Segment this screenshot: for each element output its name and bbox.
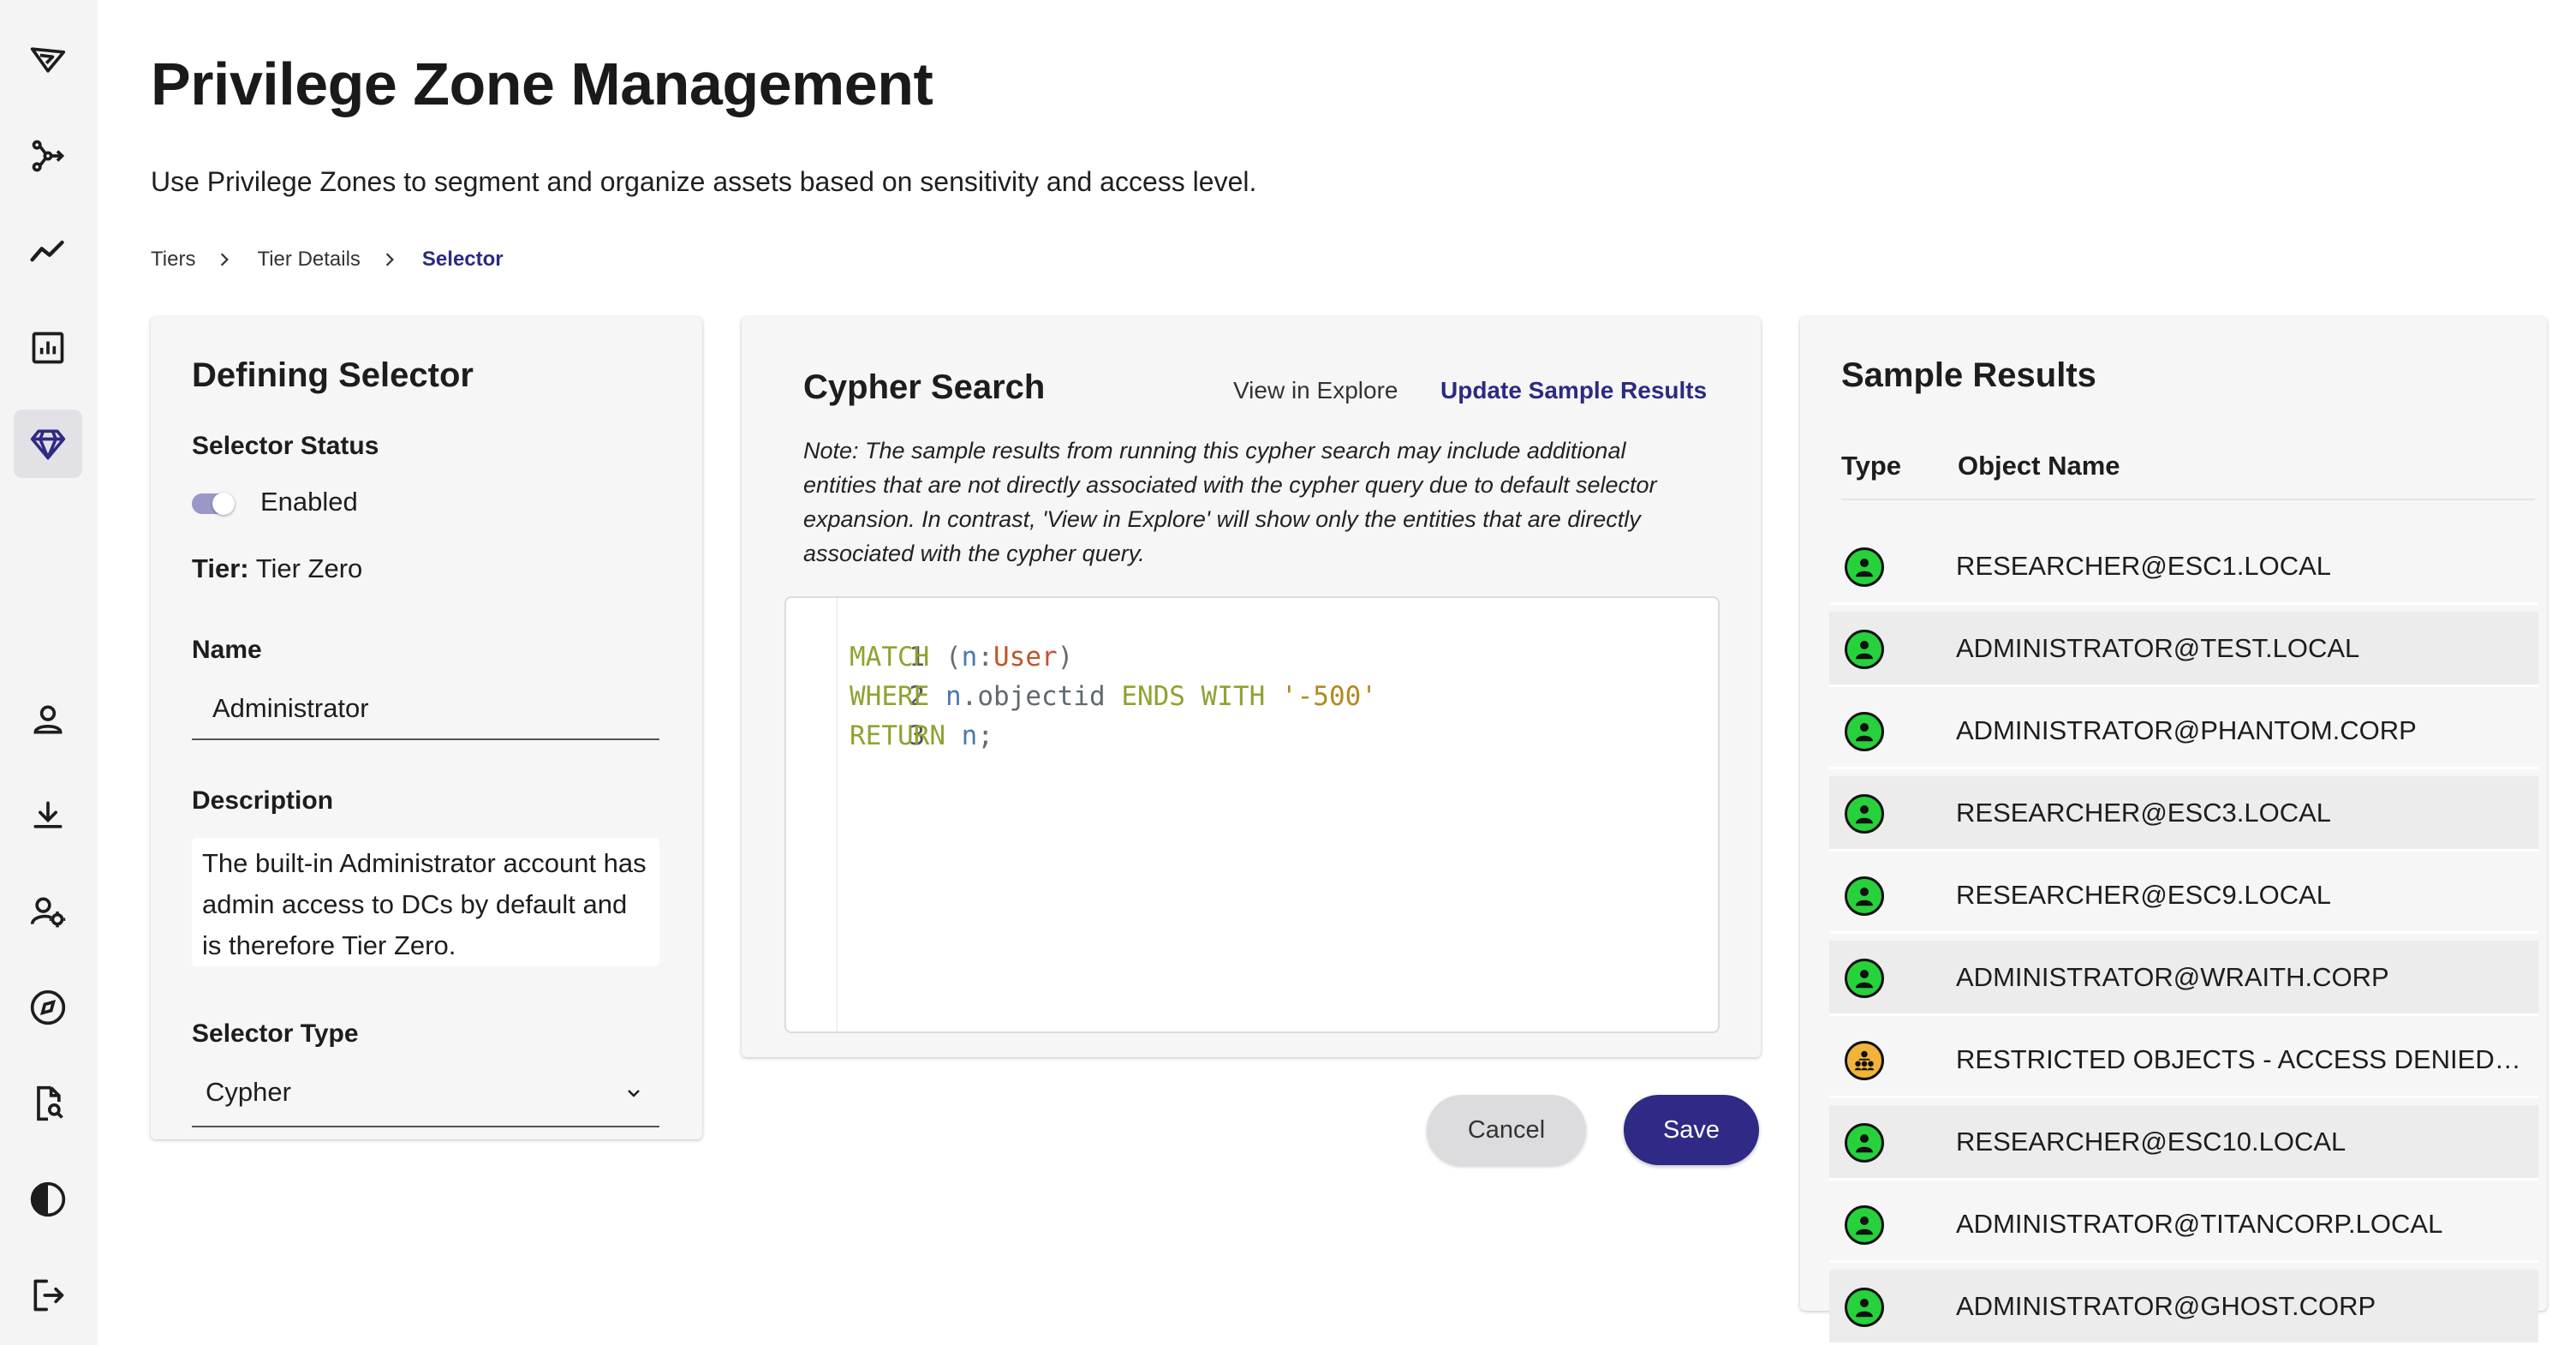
- page-subtitle: Use Privilege Zones to segment and organ…: [151, 166, 1257, 197]
- selector-status-value: Enabled: [260, 487, 358, 517]
- download-icon[interactable]: [14, 781, 82, 850]
- object-name: RESEARCHER@ESC9.LOCAL: [1956, 879, 2332, 910]
- code-content: MATCH (n:User): [850, 642, 1074, 672]
- line-number: 1: [909, 642, 925, 672]
- cypher-note: Note: The sample results from running th…: [803, 438, 1657, 566]
- selector-status-label: Selector Status: [192, 432, 379, 460]
- cancel-button[interactable]: Cancel: [1427, 1095, 1586, 1165]
- object-name: RESEARCHER@ESC10.LOCAL: [1956, 1126, 2346, 1157]
- code-content: WHERE n.objectid ENDS WITH '-500': [850, 681, 1377, 712]
- user-icon: [1845, 1123, 1884, 1163]
- name-field[interactable]: Administrator: [192, 677, 659, 740]
- cypher-search-card: Cypher Search View in Explore Update Sam…: [742, 317, 1761, 1057]
- trend-icon[interactable]: [14, 218, 82, 286]
- tier-value: Tier Zero: [255, 553, 363, 583]
- selector-type-label: Selector Type: [192, 1019, 359, 1048]
- view-in-explore-button[interactable]: View in Explore: [1233, 377, 1398, 404]
- defining-selector-title: Defining Selector: [192, 356, 474, 394]
- line-number: 2: [909, 681, 925, 712]
- contrast-icon[interactable]: [14, 1165, 82, 1234]
- document-search-icon[interactable]: [14, 1069, 82, 1138]
- toggle-knob: [212, 493, 235, 515]
- table-row[interactable]: ADMINISTRATOR@WRAITH.CORP: [1829, 941, 2538, 1016]
- user-icon: [1845, 630, 1884, 669]
- sample-results-card: Sample Results Type Object Name RESEARCH…: [1800, 317, 2547, 1345]
- object-name: ADMINISTRATOR@PHANTOM.CORP: [1956, 714, 2417, 745]
- group-icon: [1845, 1041, 1884, 1080]
- selector-type-value: Cypher: [206, 1077, 291, 1107]
- table-row[interactable]: RESTRICTED OBJECTS - ACCESS DENIED@...: [1829, 1023, 2538, 1098]
- user-icon: [1845, 547, 1884, 587]
- chevron-right-icon: [385, 249, 397, 270]
- user-icon: [1845, 1288, 1884, 1327]
- object-name: ADMINISTRATOR@GHOST.CORP: [1956, 1290, 2376, 1321]
- sample-results-title: Sample Results: [1841, 356, 2096, 394]
- object-name: RESEARCHER@ESC3.LOCAL: [1956, 797, 2332, 828]
- user-icon: [1845, 712, 1884, 751]
- user-settings-icon[interactable]: [14, 877, 82, 946]
- description-field[interactable]: The built-in Administrator account has a…: [192, 838, 659, 966]
- description-label: Description: [192, 786, 334, 815]
- tier-line: Tier: Tier Zero: [192, 553, 362, 584]
- explore-graph-icon[interactable]: [14, 122, 82, 190]
- table-row[interactable]: ADMINISTRATOR@TITANCORP.LOCAL: [1829, 1187, 2538, 1263]
- column-header-type: Type: [1841, 451, 1902, 481]
- selector-status-toggle[interactable]: [192, 493, 235, 515]
- defining-selector-card: Defining Selector Selector Status Enable…: [151, 317, 702, 1139]
- logo-icon[interactable]: [14, 26, 82, 94]
- table-row[interactable]: RESEARCHER@ESC3.LOCAL: [1829, 776, 2538, 852]
- table-row[interactable]: ADMINISTRATOR@TEST.LOCAL: [1829, 612, 2538, 687]
- breadcrumb: Tiers Tier Details Selector: [151, 247, 504, 272]
- cypher-search-title: Cypher Search: [803, 368, 1046, 406]
- privilege-zone-icon[interactable]: [14, 409, 82, 478]
- object-name: RESTRICTED OBJECTS - ACCESS DENIED@...: [1956, 1043, 2528, 1074]
- user-icon: [1845, 876, 1884, 916]
- chevron-down-icon: [628, 1090, 640, 1097]
- user-icon: [1845, 959, 1884, 998]
- object-name: ADMINISTRATOR@WRAITH.CORP: [1956, 961, 2389, 992]
- line-number: 3: [909, 720, 925, 751]
- save-button[interactable]: Save: [1624, 1095, 1759, 1165]
- name-label: Name: [192, 636, 262, 664]
- logout-icon[interactable]: [14, 1261, 82, 1330]
- table-row[interactable]: ADMINISTRATOR@GHOST.CORP: [1829, 1270, 2538, 1345]
- breadcrumb-tier-details[interactable]: Tier Details: [257, 248, 361, 271]
- code-content: RETURN n;: [850, 720, 993, 751]
- object-name: ADMINISTRATOR@TITANCORP.LOCAL: [1956, 1208, 2443, 1239]
- user-icon: [1845, 794, 1884, 834]
- user-icon: [1845, 1205, 1884, 1245]
- table-row[interactable]: ADMINISTRATOR@PHANTOM.CORP: [1829, 694, 2538, 769]
- object-name: RESEARCHER@ESC1.LOCAL: [1956, 550, 2332, 581]
- table-row[interactable]: RESEARCHER@ESC1.LOCAL: [1829, 529, 2538, 605]
- chart-icon[interactable]: [14, 314, 82, 382]
- tier-label: Tier:: [192, 553, 249, 583]
- breadcrumb-tiers[interactable]: Tiers: [151, 248, 196, 271]
- chevron-right-icon: [219, 249, 231, 270]
- compass-icon[interactable]: [14, 973, 82, 1042]
- table-row[interactable]: RESEARCHER@ESC10.LOCAL: [1829, 1105, 2538, 1181]
- update-sample-results-button[interactable]: Update Sample Results: [1440, 377, 1708, 404]
- page-title: Privilege Zone Management: [151, 51, 933, 117]
- user-icon[interactable]: [14, 685, 82, 754]
- selector-type-select[interactable]: Cypher: [192, 1057, 659, 1127]
- object-name: ADMINISTRATOR@TEST.LOCAL: [1956, 632, 2360, 663]
- table-row[interactable]: RESEARCHER@ESC9.LOCAL: [1829, 858, 2538, 934]
- breadcrumb-selector: Selector: [421, 248, 504, 271]
- sidebar: [0, 0, 98, 1345]
- header-divider: [1841, 499, 2535, 500]
- editor-gutter: [786, 598, 838, 1031]
- column-header-object-name: Object Name: [1958, 451, 2120, 481]
